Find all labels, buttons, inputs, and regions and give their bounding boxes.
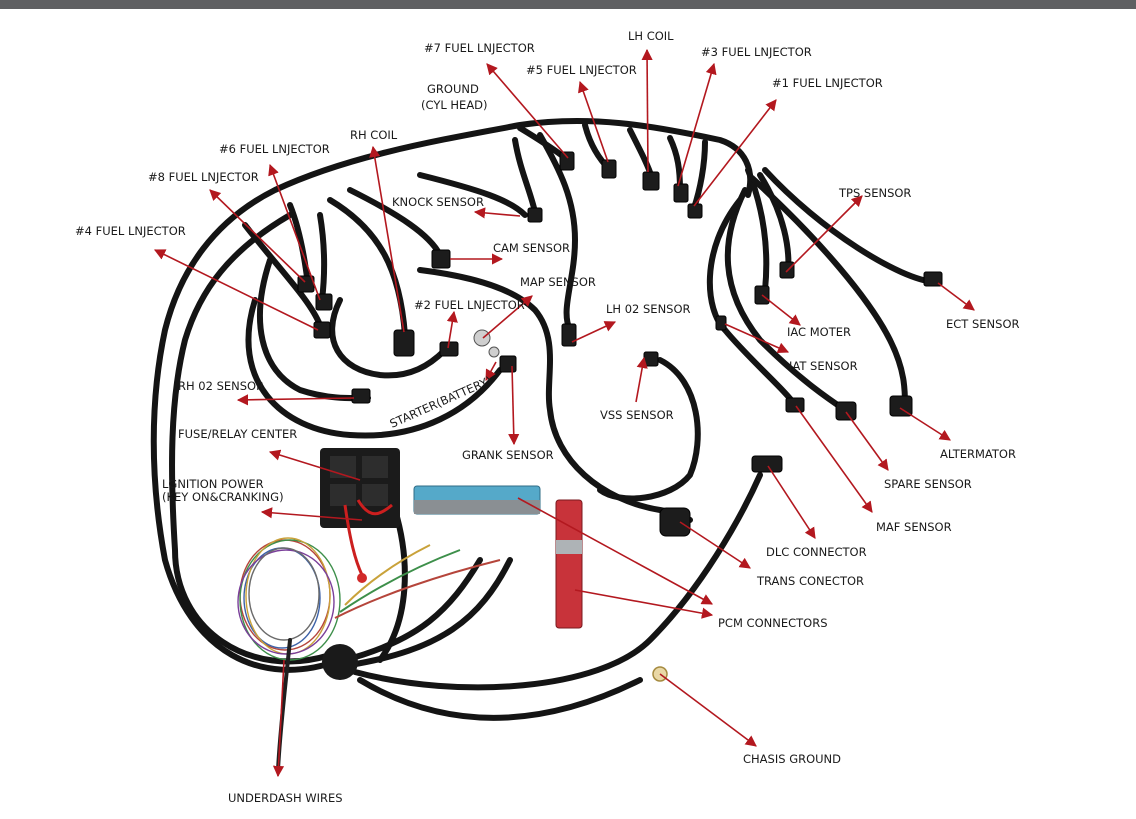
label-alternator: ALTERMATOR bbox=[940, 447, 1016, 461]
label-fuel-injector-7: #7 FUEL LNJECTOR bbox=[424, 41, 535, 55]
label-vss-sensor: VSS SENSOR bbox=[600, 408, 674, 422]
underdash-wire-bundle bbox=[237, 537, 501, 661]
label-fuel-injector-2: #2 FUEL LNJECTOR bbox=[414, 298, 525, 312]
label-grank-sensor: GRANK SENSOR bbox=[462, 448, 554, 462]
top-bar bbox=[0, 0, 1136, 9]
label-pcm-connectors: PCM CONNECTORS bbox=[718, 616, 828, 630]
label-knock-sensor: KNOCK SENSOR bbox=[392, 195, 484, 209]
label-rh-o2-sensor: RH 02 SENSOR bbox=[178, 379, 264, 393]
label-ignition-power: LGNITION POWER bbox=[162, 477, 264, 491]
label-fuel-injector-8: #8 FUEL LNJECTOR bbox=[148, 170, 259, 184]
harness-wires bbox=[150, 117, 938, 772]
label-ground-cyl-head-sub: (CYL HEAD) bbox=[421, 98, 488, 112]
label-iac-motor: IAC MOTER bbox=[787, 325, 851, 339]
label-map-sensor: MAP SENSOR bbox=[520, 275, 596, 289]
label-rh-coil: RH COIL bbox=[350, 128, 398, 142]
connectors bbox=[297, 151, 943, 682]
label-spare-sensor: SPARE SENSOR bbox=[884, 477, 972, 491]
label-trans-connector: TRANS CONECTOR bbox=[756, 574, 864, 588]
label-iat-sensor: IAT SENSOR bbox=[789, 359, 858, 373]
label-pointers bbox=[153, 48, 975, 778]
label-tps-sensor: TPS SENSOR bbox=[838, 186, 911, 200]
label-ignition-power-sub: (KEY ON&CRANKING) bbox=[162, 490, 284, 504]
label-ect-sensor: ECT SENSOR bbox=[946, 317, 1020, 331]
label-lh-coil: LH COIL bbox=[628, 29, 674, 43]
label-underdash-wires: UNDERDASH WIRES bbox=[228, 791, 343, 805]
component-labels: #7 FUEL LNJECTOR LH COIL #3 FUEL LNJECTO… bbox=[75, 29, 1020, 805]
label-cam-sensor: CAM SENSOR bbox=[493, 241, 570, 255]
label-fuse-relay-center: FUSE/RELAY CENTER bbox=[178, 427, 297, 441]
label-fuel-injector-3: #3 FUEL LNJECTOR bbox=[701, 45, 812, 59]
label-fuel-injector-4: #4 FUEL LNJECTOR bbox=[75, 224, 186, 238]
label-lh-o2-sensor: LH 02 SENSOR bbox=[606, 302, 691, 316]
fuse-relay-center bbox=[320, 448, 400, 583]
label-ground-cyl-head: GROUND bbox=[427, 82, 479, 96]
label-fuel-injector-1: #1 FUEL LNJECTOR bbox=[772, 76, 883, 90]
label-fuel-injector-6: #6 FUEL LNJECTOR bbox=[219, 142, 330, 156]
label-chasis-ground: CHASIS GROUND bbox=[743, 752, 841, 766]
pcm-connectors bbox=[413, 485, 583, 629]
label-dlc-connector: DLC CONNECTOR bbox=[766, 545, 867, 559]
label-fuel-injector-5: #5 FUEL LNJECTOR bbox=[526, 63, 637, 77]
label-maf-sensor: MAF SENSOR bbox=[876, 520, 952, 534]
